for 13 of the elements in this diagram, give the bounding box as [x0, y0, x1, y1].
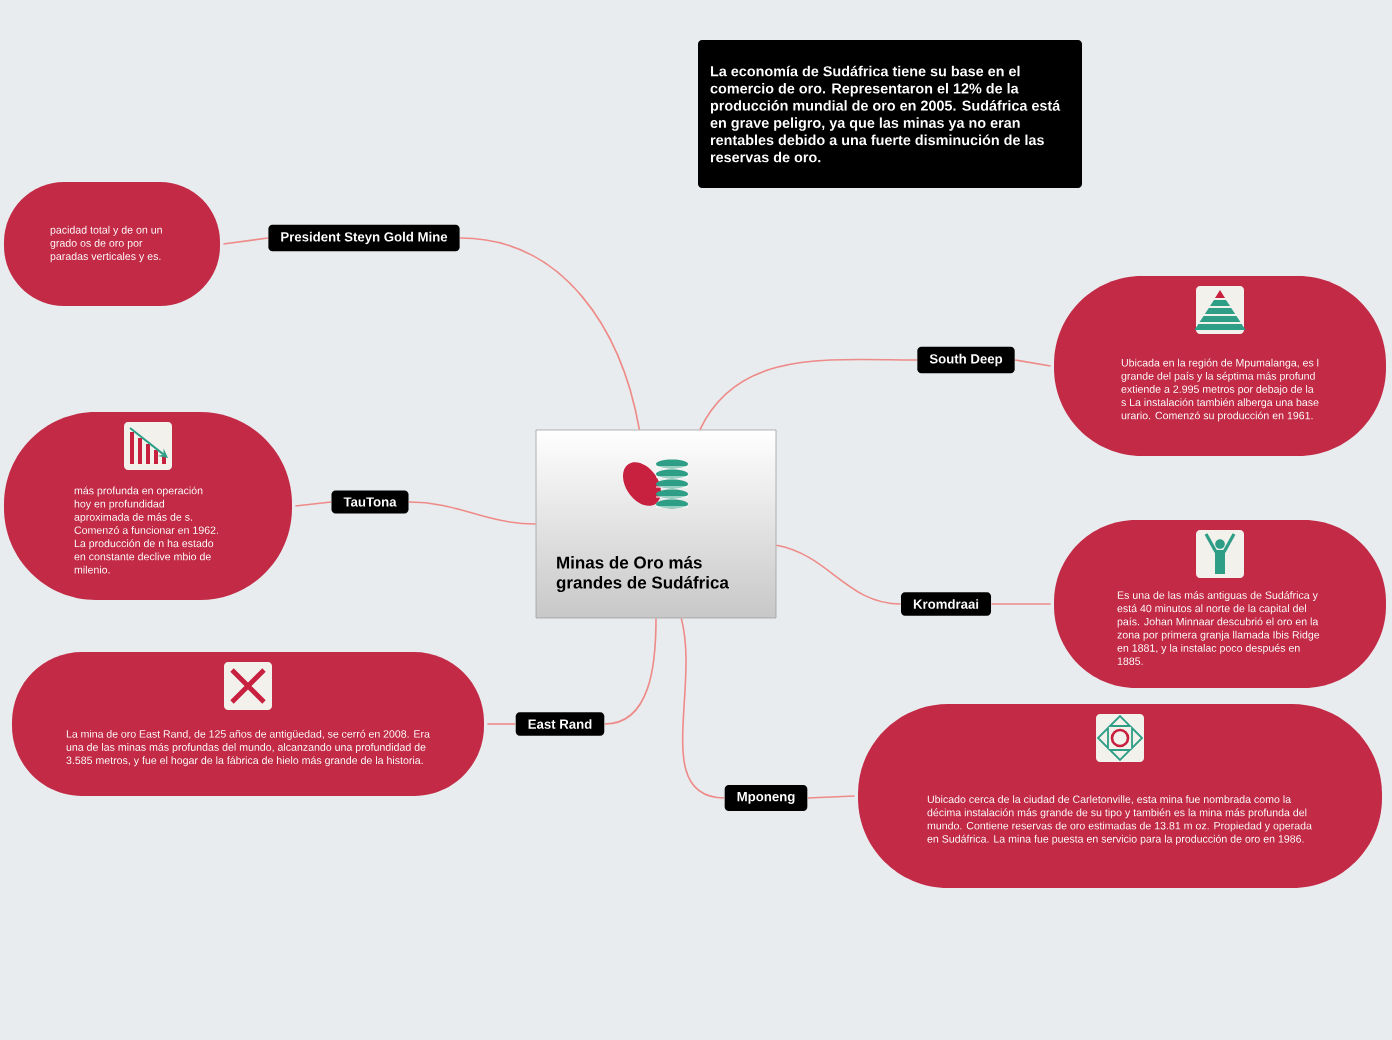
connector-line: [459, 237, 641, 431]
connector-line: [775, 544, 902, 605]
connector-line: [1014, 359, 1052, 367]
connector-line: [222, 237, 269, 245]
connector-line: [680, 617, 726, 799]
connector-line: [603, 617, 657, 725]
connector-line: [486, 723, 517, 725]
connector-line: [806, 795, 856, 799]
connector-line: [990, 603, 1052, 605]
connector-line: [408, 501, 537, 525]
connector-line: [699, 358, 918, 431]
connector-line: [294, 501, 332, 507]
central-topic-box: Minas de Oro más grandes de Sudáfrica: [535, 429, 777, 619]
